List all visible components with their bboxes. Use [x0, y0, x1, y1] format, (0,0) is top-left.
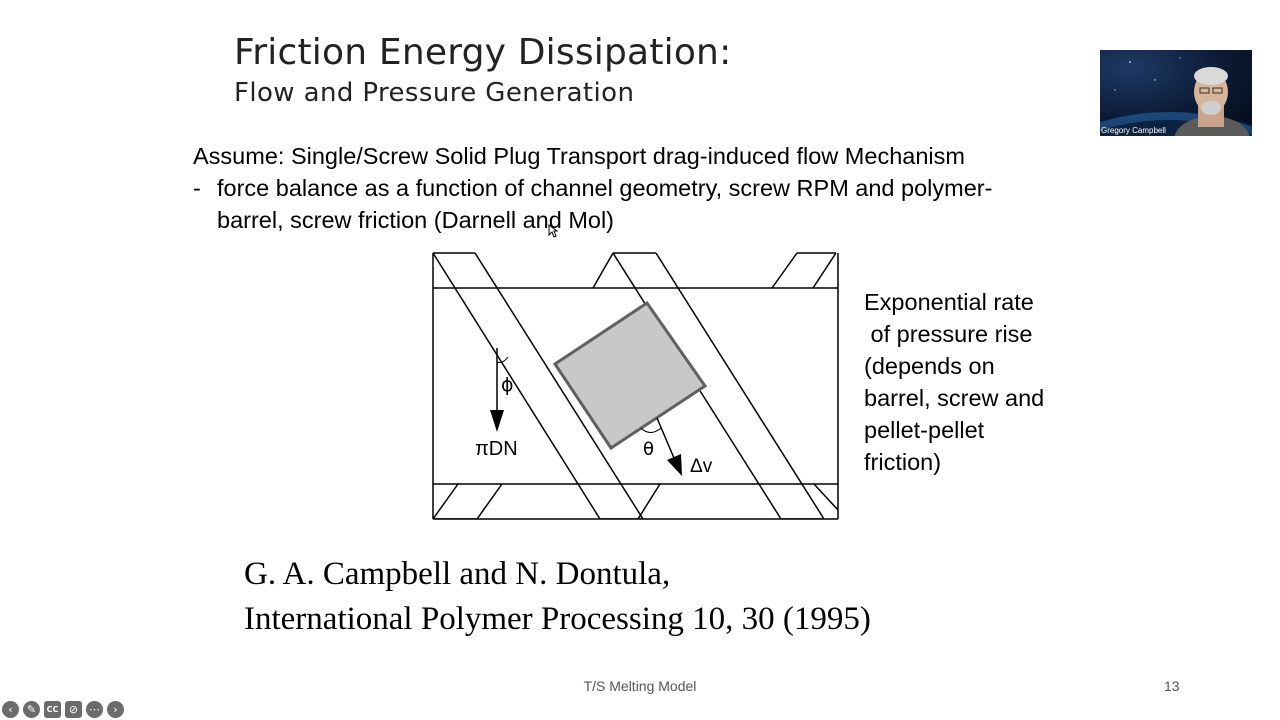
assume-line: Assume: Single/Screw Solid Plug Transpor… [193, 143, 965, 169]
phi-angle-arc [496, 356, 509, 363]
captions-button[interactable]: CC [44, 701, 61, 718]
dv-arrowhead [667, 454, 682, 476]
slide-title: Friction Energy Dissipation: [234, 32, 732, 73]
chevron-right-icon[interactable]: › [107, 701, 124, 718]
side-note-line: (depends on [864, 353, 995, 379]
flight-1-right-edge [474, 252, 644, 519]
theta-angle-arc [640, 427, 662, 433]
citation-line-2: International Polymer Processing 10, 30 … [244, 601, 871, 637]
bullet-line-2: barrel, screw friction (Darnell and Mol) [217, 207, 615, 233]
webcam-video [1100, 57, 1252, 136]
webcam-tile: Gregory Campbell [1100, 50, 1252, 136]
side-note-line: barrel, screw and [864, 385, 1045, 411]
side-note-line: of pressure rise [864, 321, 1033, 347]
bullet-dash: - [193, 175, 201, 201]
video-off-icon[interactable]: ⊘ [65, 701, 82, 718]
bullet-line-1: force balance as a function of channel g… [217, 175, 993, 201]
slide-subtitle: Flow and Pressure Generation [234, 78, 635, 108]
phi-label: ϕ [501, 374, 514, 396]
pointer-icon[interactable]: ✎ [23, 701, 40, 718]
chevron-left-icon[interactable]: ‹ [2, 701, 19, 718]
footer-title: T/S Melting Model [583, 678, 697, 694]
participant-name: Gregory Campbell [1101, 126, 1166, 135]
flight-1-left-edge [433, 252, 601, 519]
flight-2-right-edge [655, 252, 825, 519]
solid-plug [552, 300, 708, 451]
dv-arrow-shaft [656, 417, 675, 459]
more-icon[interactable]: ⋯ [86, 701, 103, 718]
mouse-cursor-icon [548, 224, 558, 238]
page-number: 13 [1164, 678, 1180, 694]
pidn-label: πDN [475, 438, 518, 460]
side-note-line: Exponential rate [864, 289, 1034, 315]
dv-label: Δv [690, 456, 713, 477]
side-note: Exponential rate of pressure rise (depen… [864, 286, 1044, 478]
side-note-line: pellet-pellet [864, 417, 985, 443]
side-note-line: friction) [864, 449, 942, 475]
presentation-controls: ‹ ✎ CC ⊘ ⋯ › [2, 701, 124, 718]
pidn-arrowhead [490, 410, 504, 432]
theta-label: θ [643, 439, 654, 460]
citation-line-1: G. A. Campbell and N. Dontula, [244, 556, 671, 592]
